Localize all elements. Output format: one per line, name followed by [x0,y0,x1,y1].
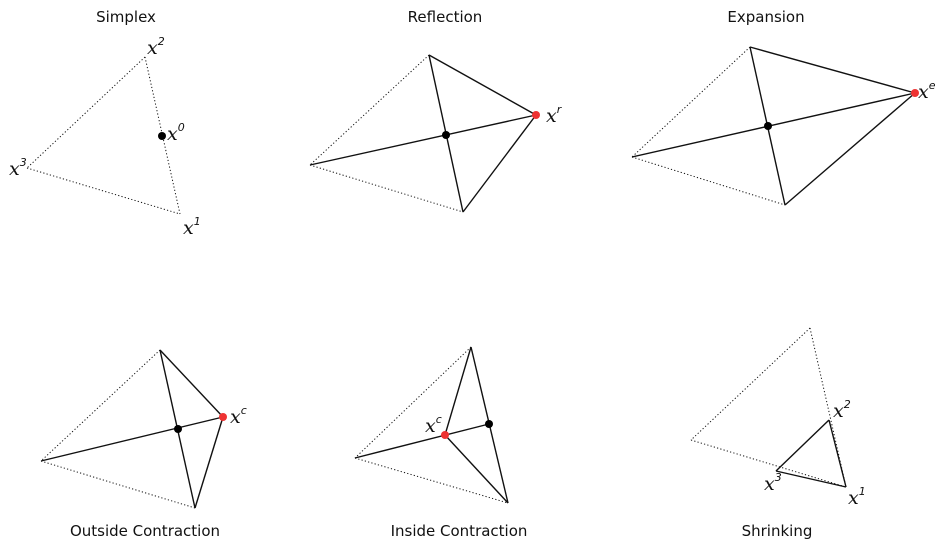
panel-simplex: Simplex x2 x0 x3 x1 [9,8,201,239]
panel-outside-contraction: Outside Contraction xc [40,349,247,540]
edge [462,114,537,213]
point-label-xe: xe [918,79,935,103]
contraction-line [354,423,490,459]
edge [26,167,181,215]
edge [309,54,430,166]
edge [194,416,224,509]
panel-title: Outside Contraction [70,522,220,540]
edge [428,54,537,116]
panel-title: Expansion [727,8,804,26]
vertex-label-x1: x1 [183,215,201,239]
point-label-xc: xc [425,413,442,437]
vertex-label-x3: x3 [764,471,782,495]
panel-title: Reflection [408,8,483,26]
reflection-line [309,114,537,166]
edge [631,156,786,206]
edge [354,457,509,504]
edge [26,56,146,169]
centroid-point [442,131,450,139]
panel-reflection: Reflection xr [309,8,563,213]
reflected-point [532,111,540,119]
centroid-point [485,420,493,428]
point-label-xr: xr [546,103,563,127]
panel-title: Shrinking [742,522,813,540]
vertex-label-x1: x1 [848,485,866,509]
edge [690,327,811,441]
edge [775,470,847,488]
edge [784,92,916,206]
panel-title: Inside Contraction [391,522,528,540]
edge [775,419,830,472]
edge [444,434,509,504]
contracted-point [441,431,449,439]
expansion-line [631,92,916,158]
edge [40,460,196,509]
panel-title: Simplex [96,8,156,26]
edge [631,46,751,158]
vertex-label-x2: x2 [833,398,851,422]
vertex-label-x3: x3 [9,156,27,180]
edge [309,164,464,213]
vertex-label-x0: x0 [167,121,185,145]
centroid-point [764,122,772,130]
contracted-point [219,413,227,421]
point-label-xc: xc [230,404,247,428]
panel-expansion: Expansion xe [631,8,935,206]
edge [40,349,161,462]
edge [828,419,847,488]
panel-shrinking: Shrinking x2 x3 x1 [690,327,866,540]
contraction-line [40,416,224,462]
panel-inside-contraction: Inside Contraction xc [354,346,528,540]
centroid-point [158,132,166,140]
edge [444,346,472,436]
expanded-point [911,89,919,97]
edge [354,346,472,459]
centroid-point [174,425,182,433]
vertex-label-x2: x2 [147,35,165,59]
edge [159,349,224,418]
edge [749,46,916,94]
